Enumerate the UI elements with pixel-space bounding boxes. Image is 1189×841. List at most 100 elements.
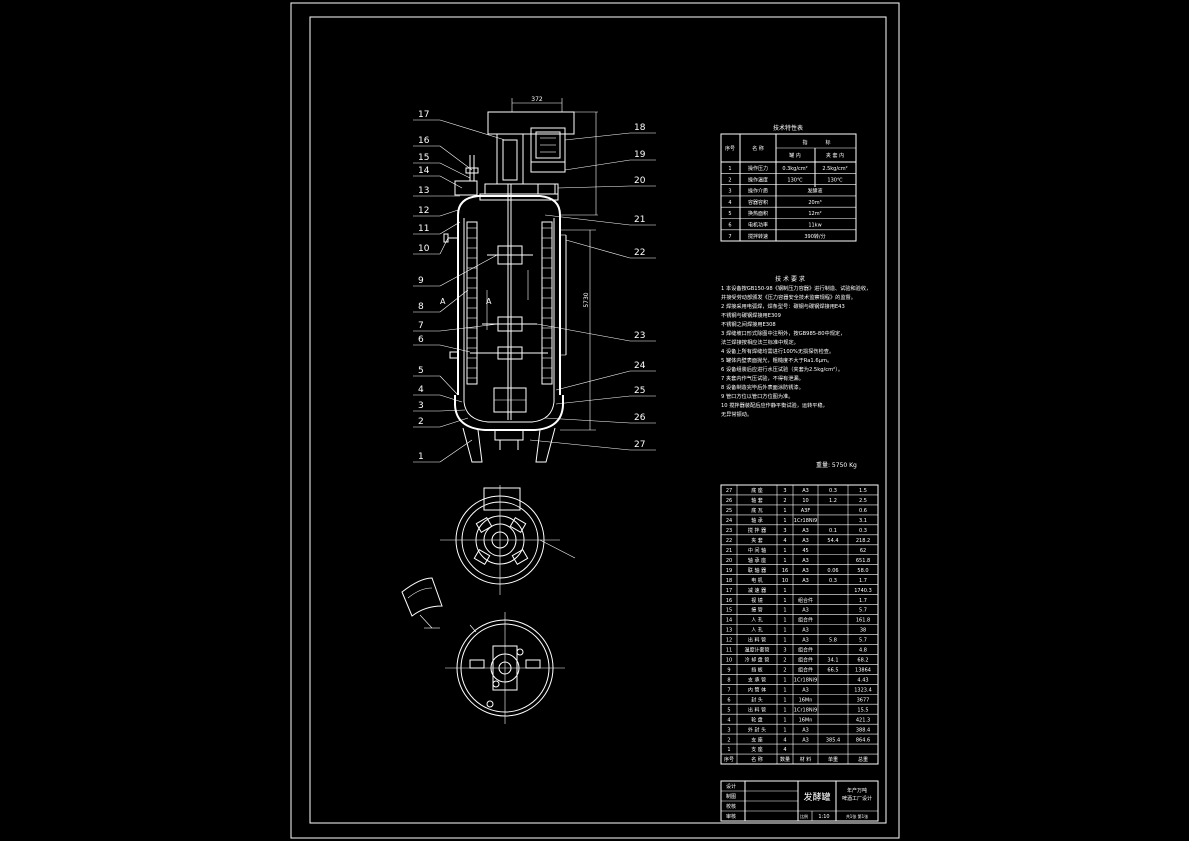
parts-cell: A3: [802, 638, 809, 644]
parts-cell: 1: [783, 598, 786, 604]
tech-req-line: 不锈钢与碳钢焊接用E309: [721, 311, 781, 319]
parts-cell: A3: [802, 727, 809, 733]
parts-cell: A3: [802, 538, 809, 544]
spec-row-value: 12m²: [808, 211, 821, 217]
callout-15: 15: [418, 153, 429, 163]
parts-cell: 5.7: [859, 608, 867, 614]
parts-cell: 1Cr18Ni9: [794, 707, 817, 713]
parts-cell: 385.4: [826, 737, 840, 743]
spec-row-name: 搅拌转速: [748, 233, 768, 240]
parts-cell: 1.2: [829, 498, 837, 504]
tech-req-line: 不锈钢之间焊接用E308: [721, 320, 776, 328]
tb-scale-label: 比例: [800, 813, 808, 819]
parts-cell: 冷 却 盘 管: [745, 657, 770, 664]
callout-1: 1: [418, 452, 424, 462]
parts-cell: 支 座: [751, 746, 763, 753]
spec-row-name: 操作温度: [748, 176, 768, 183]
parts-header-cell: 单重: [828, 756, 838, 763]
parts-cell: 54.4: [827, 538, 838, 544]
callout-11: 11: [418, 224, 429, 234]
parts-cell: 2: [783, 658, 786, 664]
callout-3: 3: [418, 401, 424, 411]
vessel-elevation: 372 5730: [440, 96, 598, 463]
spec-row-vessel: 130℃: [787, 177, 803, 183]
parts-cell: 8: [727, 677, 730, 683]
dim-height-right: 5730: [583, 292, 590, 307]
section-mark-center: A: [486, 297, 492, 306]
parts-cell: 搅 拌 器: [748, 527, 766, 534]
parts-header-cell: 序号: [724, 756, 734, 763]
parts-cell: 轴 承 座: [748, 557, 766, 564]
section-mark-left: A: [440, 297, 446, 306]
parts-cell: 15.5: [857, 707, 868, 713]
callout-4: 4: [418, 385, 424, 395]
parts-cell: A3: [802, 687, 809, 693]
parts-cell: A3: [802, 528, 809, 534]
callout-17: 17: [418, 110, 429, 120]
parts-cell: 出 料 管: [748, 637, 766, 644]
parts-cell: 1: [783, 727, 786, 733]
spec-row-value: 发酵液: [807, 188, 822, 195]
parts-cell: 1: [727, 747, 730, 753]
callout-21: 21: [634, 215, 645, 225]
parts-cell: A3: [802, 578, 809, 584]
parts-cell: 温度计套管: [744, 647, 769, 654]
parts-cell: 16: [726, 598, 732, 604]
tech-req-line: 7 夹套内作气压试验，不得有泄漏。: [721, 374, 804, 382]
parts-cell: 联 轴 器: [748, 567, 766, 574]
spec-row-no: 6: [728, 223, 731, 229]
parts-cell: 1: [783, 588, 786, 594]
spec-row-name: 操作介质: [748, 188, 768, 195]
parts-header-cell: 名 称: [751, 756, 763, 763]
parts-cell: 4: [783, 747, 786, 753]
callout-13: 13: [418, 186, 429, 196]
parts-cell: 27: [726, 488, 732, 494]
spec-table-title: 技术特性表: [773, 124, 803, 132]
parts-cell: 38: [860, 628, 866, 634]
parts-header-cell: 总重: [858, 756, 868, 763]
parts-cell: 1: [783, 697, 786, 703]
parts-cell: 3677: [857, 697, 870, 703]
callout-23: 23: [634, 331, 645, 341]
parts-cell: 7: [727, 687, 730, 693]
parts-cell: 3.1: [859, 518, 867, 524]
tech-req-line: 无异常振动。: [721, 410, 752, 418]
parts-cell: 内 筒 体: [748, 686, 766, 693]
spec-col-no: 序号: [725, 145, 735, 152]
parts-cell: 34.1: [827, 658, 838, 664]
parts-cell: 电 机: [751, 577, 763, 584]
callout-22: 22: [634, 248, 645, 258]
parts-cell: 1: [783, 548, 786, 554]
parts-cell: 10: [726, 658, 732, 664]
parts-cell: 1323.4: [854, 687, 872, 693]
parts-cell: 19: [726, 568, 732, 574]
tb-project-line2: 啤酒工厂设计: [842, 795, 872, 802]
parts-cell: 1: [783, 618, 786, 624]
tech-req-line: 并接受劳动部颁发《压力容器安全技术监察规程》的监督。: [721, 293, 856, 301]
tb-label-draw: 制图: [726, 793, 736, 800]
parts-cell: 58.0: [857, 568, 868, 574]
parts-cell: 3: [783, 648, 786, 654]
parts-cell: 1: [783, 638, 786, 644]
parts-cell: 21: [726, 548, 732, 554]
parts-cell: A3: [802, 737, 809, 743]
tech-req-title: 技 术 要 求: [775, 275, 805, 283]
parts-cell: 接 管: [751, 607, 763, 614]
tb-label-check: 校核: [726, 803, 736, 810]
tech-req-line: 1 本设备按GB150-98《钢制压力容器》进行制造、试验和验收，: [721, 284, 871, 292]
callout-16: 16: [418, 136, 430, 146]
parts-cell: 1: [783, 687, 786, 693]
parts-cell: 支 座: [751, 736, 763, 743]
spec-row-no: 2: [728, 177, 731, 183]
parts-cell: 45: [802, 548, 808, 554]
tech-req-line: 6 设备组装后应进行水压试验（夹套为2.5kg/cm²）。: [721, 365, 843, 373]
callout-24: 24: [634, 361, 646, 371]
callout-18: 18: [634, 123, 646, 133]
parts-cell: 底 瓦: [751, 507, 763, 514]
parts-cell: 4: [783, 737, 786, 743]
parts-cell: 3: [783, 488, 786, 494]
plan-view-bottom: [445, 612, 565, 724]
parts-cell: 5.8: [829, 638, 837, 644]
mass-note: 重量: 5750 Kg: [816, 461, 857, 469]
parts-cell: A3: [802, 628, 809, 634]
